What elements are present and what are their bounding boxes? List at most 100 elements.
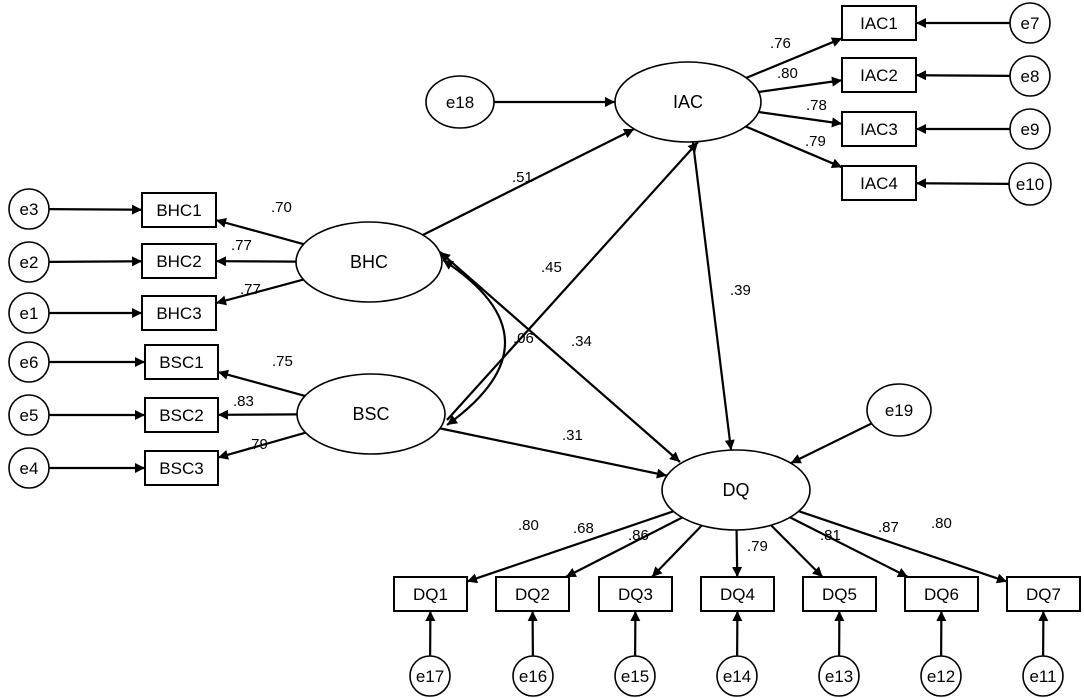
loading-coef-bhc1: .70: [271, 199, 292, 216]
observed-dq1: DQ1: [393, 576, 468, 612]
error-label: e3: [20, 200, 39, 219]
loading-arrow-dq2: [565, 516, 683, 578]
loading-arrow-bhc3: [215, 278, 304, 306]
loading-arrow-dq5: [770, 524, 824, 578]
observed-label: DQ7: [1026, 585, 1061, 604]
error-e3: e3: [8, 188, 50, 230]
observed-label: BSC2: [159, 406, 203, 425]
observed-label: BHC3: [156, 304, 201, 323]
loading-coef-bsc1: .75: [272, 353, 293, 370]
error-e16: e16: [512, 655, 554, 697]
observed-bhc1: BHC1: [141, 192, 217, 228]
error-e13: e13: [818, 655, 860, 697]
observed-label: IAC4: [860, 174, 898, 193]
path-coef-bsc-iac: .45: [541, 259, 562, 276]
error-e14: e14: [716, 655, 758, 697]
observed-label: DQ6: [924, 585, 959, 604]
error-label: e1: [20, 304, 39, 323]
observed-iac2: IAC2: [841, 57, 917, 93]
error-e7: e7: [1009, 2, 1051, 44]
observed-label: DQ5: [822, 585, 857, 604]
error-arrow-e8: [915, 70, 1011, 81]
error-e19: e19: [866, 383, 932, 437]
error-label: e17: [416, 667, 444, 686]
error-e15: e15: [614, 655, 656, 697]
error-e5: e5: [8, 394, 50, 436]
latent-dq: DQ: [661, 449, 811, 531]
observed-label: BHC2: [156, 252, 201, 271]
covariance-coef-bhc-bsc: .06: [513, 330, 534, 347]
observed-dq6: DQ6: [904, 576, 979, 612]
error-label: e19: [885, 401, 913, 420]
error-e2: e2: [8, 241, 50, 283]
error-arrow-e3: [48, 204, 143, 215]
latent-iac: IAC: [614, 61, 762, 143]
latent-label: IAC: [673, 92, 703, 112]
loading-arrow-dq7: [798, 510, 1008, 584]
latent-label: BHC: [350, 252, 388, 272]
loading-coef-bsc2: .83: [233, 393, 254, 410]
observed-dq7: DQ7: [1006, 576, 1081, 612]
loading-coef-bsc3: .79: [247, 436, 268, 453]
loading-arrow-bhc1: [215, 217, 304, 246]
observed-bhc3: BHC3: [141, 295, 217, 331]
loading-arrow-iac1: [745, 37, 843, 79]
error-e1: e1: [8, 292, 50, 334]
error-e4: e4: [8, 447, 50, 489]
error-e12: e12: [920, 655, 962, 697]
observed-iac3: IAC3: [841, 111, 917, 147]
observed-label: BHC1: [156, 201, 201, 220]
path-arrow-bsc-dq: [439, 427, 668, 479]
error-e17: e17: [409, 655, 451, 697]
observed-bhc2: BHC2: [141, 243, 217, 279]
loading-coef-iac1: .76: [770, 35, 791, 52]
loading-arrow-dq3: [651, 524, 703, 578]
error-label: e6: [20, 353, 39, 372]
error-label: e13: [825, 667, 853, 686]
observed-label: DQ2: [515, 585, 550, 604]
error-e11: e11: [1022, 655, 1064, 697]
latent-label: DQ: [723, 480, 750, 500]
observed-bsc1: BSC1: [144, 344, 219, 380]
error-e8: e8: [1009, 55, 1051, 97]
loading-coef-iac3: .78: [806, 97, 827, 114]
latent-label: BSC: [352, 404, 389, 424]
error-e9: e9: [1009, 108, 1051, 150]
latent-bsc: BSC: [296, 373, 446, 455]
observed-label: BSC1: [159, 353, 203, 372]
path-coef-bhc-iac: .51: [512, 169, 533, 186]
observed-dq3: DQ3: [598, 576, 673, 612]
loading-coef-dq4: .79: [747, 538, 768, 555]
observed-label: IAC1: [860, 14, 898, 33]
error-label: e2: [20, 253, 39, 272]
loading-coef-dq1: .80: [518, 517, 539, 534]
loading-coef-dq6: .87: [878, 519, 899, 536]
loading-arrow-dq6: [789, 516, 909, 578]
error-label: e14: [723, 667, 751, 686]
observed-label: DQ4: [720, 585, 755, 604]
error-label: e8: [1021, 67, 1040, 86]
observed-dq4: DQ4: [700, 576, 775, 612]
loading-arrow-dq4: [732, 529, 743, 578]
observed-bsc3: BSC3: [144, 450, 219, 486]
error-arrow-e2: [48, 256, 143, 267]
loading-arrow-bsc3: [217, 431, 306, 460]
observed-label: IAC3: [860, 120, 898, 139]
path-coef-iac-dq: .39: [730, 282, 751, 299]
error-label: e15: [621, 667, 649, 686]
error-label: e9: [1021, 120, 1040, 139]
observed-dq5: DQ5: [802, 576, 877, 612]
path-arrow-bhc-dq: [439, 251, 681, 463]
loading-coef-dq7: .80: [931, 515, 952, 532]
path-arrow-bsc-iac: [446, 141, 699, 421]
loading-arrow-dq1: [466, 510, 674, 584]
observed-label: IAC2: [860, 66, 898, 85]
error-e18: e18: [425, 75, 495, 129]
error-e6: e6: [8, 341, 50, 383]
observed-label: DQ1: [413, 585, 448, 604]
observed-iac1: IAC1: [841, 5, 917, 41]
error-label: e18: [446, 93, 474, 112]
error-arrow-e19: [790, 422, 873, 465]
path-arrow-bhc-iac: [422, 128, 635, 236]
